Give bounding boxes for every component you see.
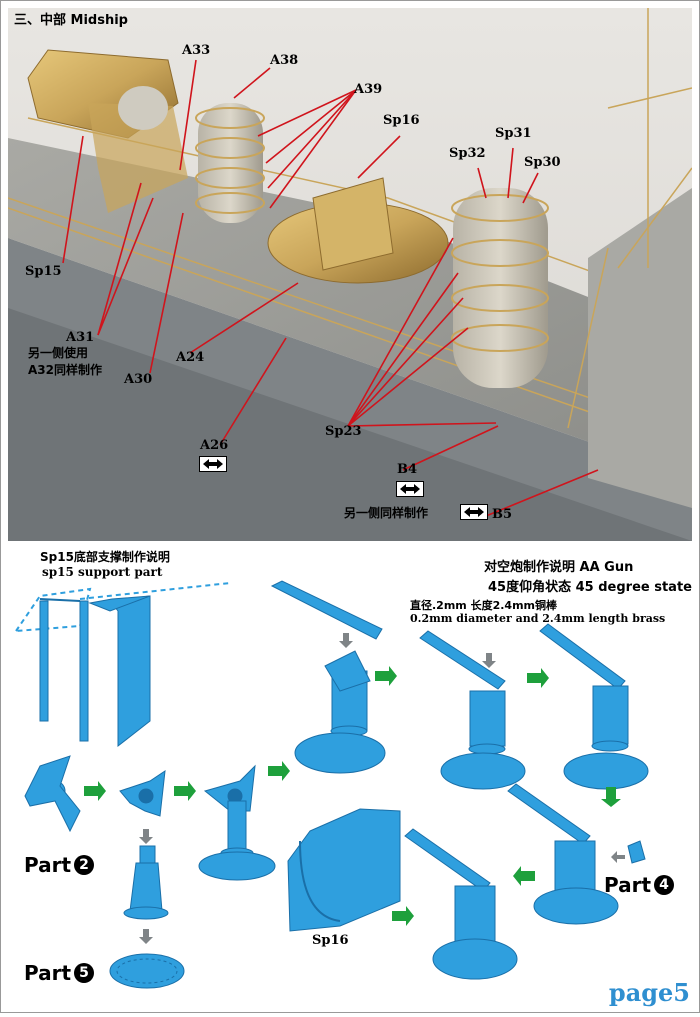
- label-a26: A26: [200, 438, 229, 453]
- label-a38: A38: [270, 53, 299, 68]
- midship-photo: [8, 8, 692, 541]
- part-4-text: Part: [604, 873, 652, 897]
- sp16-diagram-label: Sp16: [312, 933, 349, 948]
- label-a39: A39: [354, 82, 383, 97]
- part-2-label: Part 2: [24, 853, 95, 877]
- fold-arrow-icon: [199, 456, 227, 472]
- label-b5-note: 另一侧同样制作: [344, 506, 429, 520]
- sp15-title-cn: Sp15底部支撑制作说明: [40, 550, 170, 564]
- brass-note-en: 0.2mm diameter and 2.4mm length brass: [410, 612, 666, 625]
- aa-gun-subtitle: 45度仰角状态 45 degree state: [488, 580, 692, 595]
- label-sp23: Sp23: [325, 424, 362, 439]
- label-a31-note-2: A32同样制作: [28, 363, 102, 377]
- label-sp30: Sp30: [524, 155, 561, 170]
- label-sp31: Sp31: [495, 126, 532, 141]
- instruction-diagram: [0, 541, 700, 1013]
- label-sp16: Sp16: [383, 113, 420, 128]
- brass-note-cn: 直径.2mm 长度2.4mm铜棒: [410, 599, 557, 612]
- part-5-text: Part: [24, 961, 72, 985]
- fold-arrow-icon: [460, 504, 488, 520]
- part-4-number: 4: [654, 875, 675, 895]
- label-sp15: Sp15: [25, 264, 62, 279]
- label-a31-note-1: 另一侧使用: [28, 346, 89, 360]
- part-4-label: Part 4: [604, 873, 675, 897]
- label-a30: A30: [124, 372, 153, 387]
- sp15-title-en: sp15 support part: [42, 565, 163, 579]
- label-sp32: Sp32: [449, 146, 486, 161]
- part-2-number: 2: [74, 855, 95, 875]
- label-b5: B5: [492, 507, 513, 522]
- label-b4: B4: [397, 462, 418, 477]
- sp15-support-drawing: [13, 582, 231, 633]
- label-a31: A31: [66, 330, 95, 345]
- aa-gun-title: 对空炮制作说明 AA Gun: [484, 560, 634, 575]
- fold-arrow-icon: [396, 481, 424, 497]
- page-number: page5: [608, 978, 690, 1007]
- label-a33: A33: [182, 43, 211, 58]
- part-2-text: Part: [24, 853, 72, 877]
- part-5-number: 5: [74, 963, 95, 983]
- label-a24: A24: [176, 350, 205, 365]
- part-5-label: Part 5: [24, 961, 95, 985]
- section-title: 三、中部 Midship: [14, 13, 128, 28]
